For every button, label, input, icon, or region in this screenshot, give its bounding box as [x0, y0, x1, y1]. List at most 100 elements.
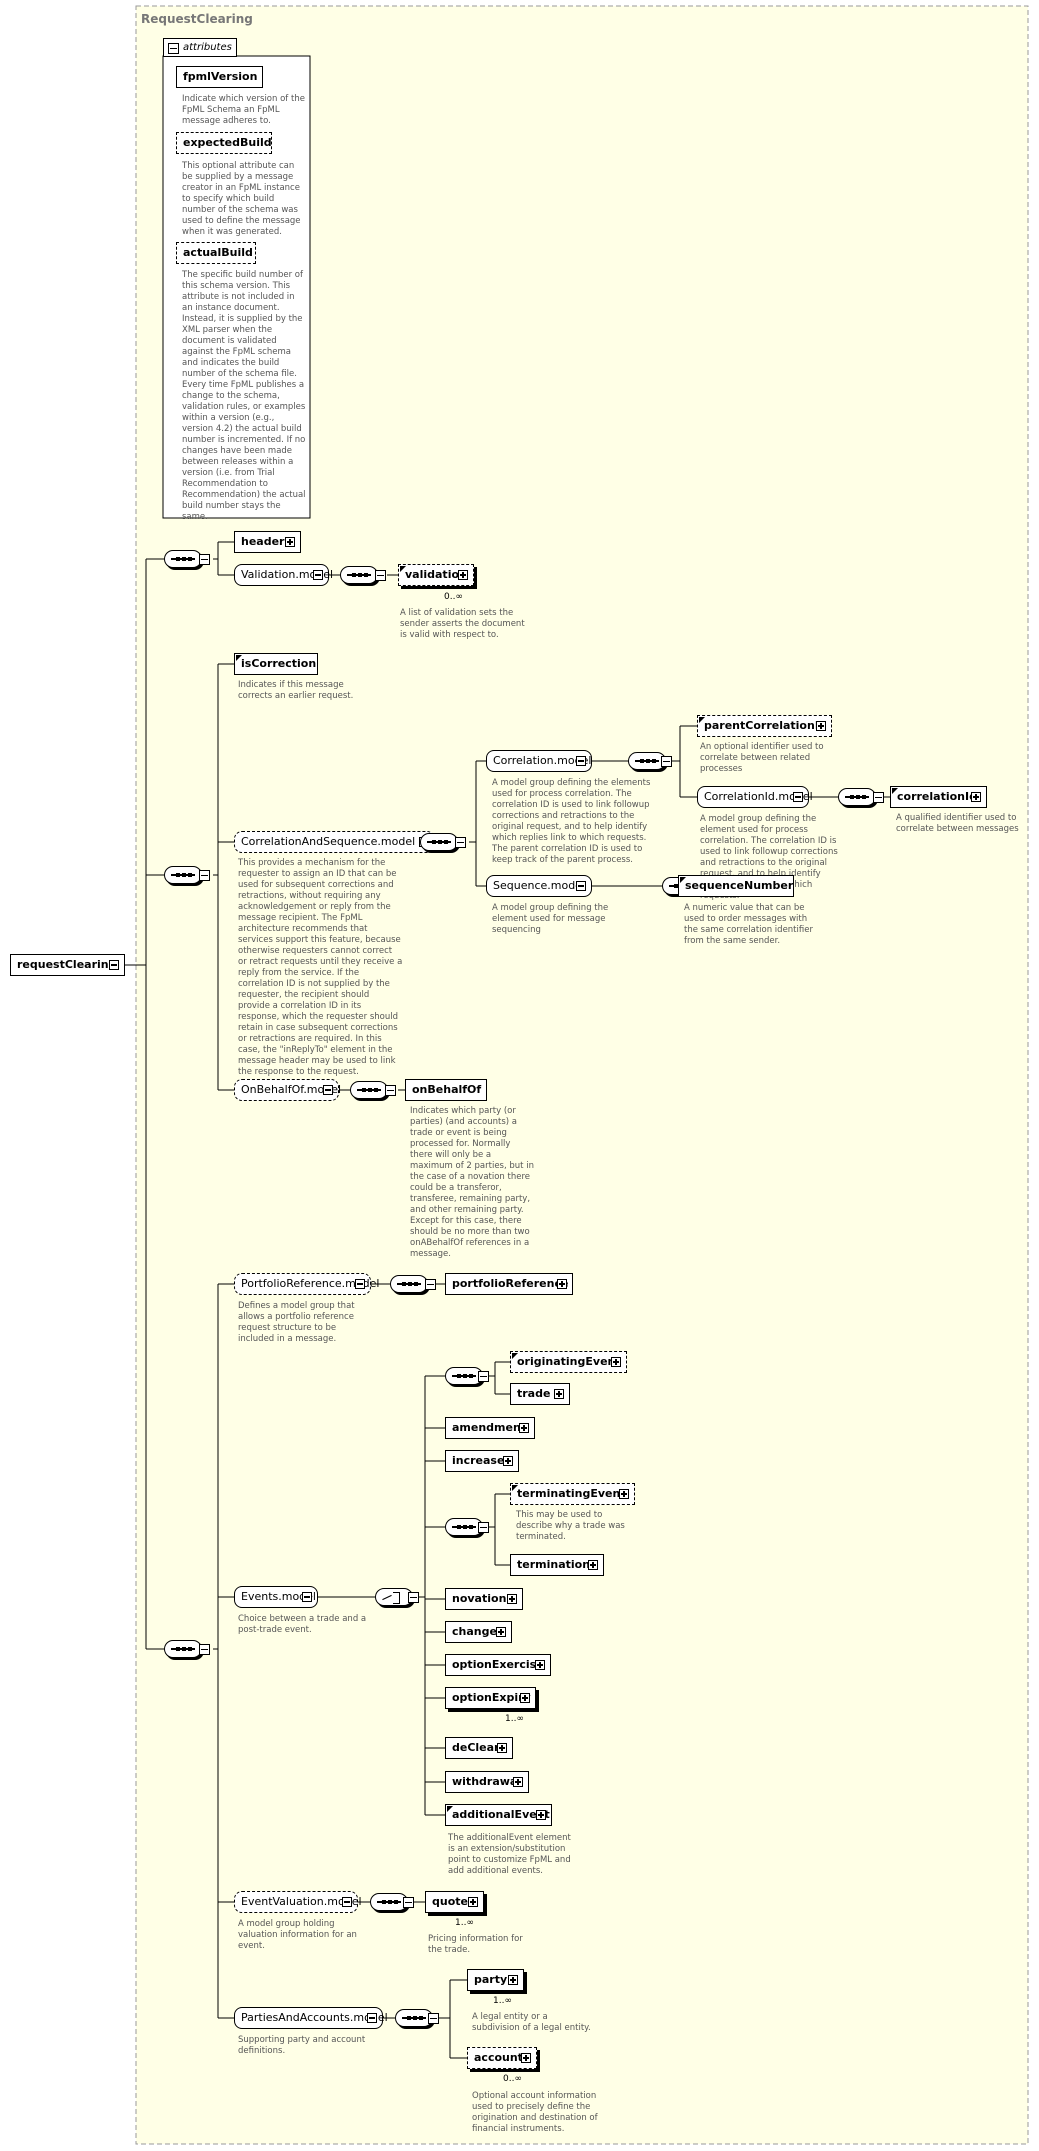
- expand-icon[interactable]: [816, 721, 826, 731]
- attr-fpmlversion[interactable]: fpmlVersion: [176, 66, 263, 88]
- collapse-icon[interactable]: [168, 43, 179, 54]
- correlation-model-group[interactable]: Correlation.model: [486, 750, 592, 772]
- expand-icon[interactable]: [554, 1389, 564, 1399]
- increase-element[interactable]: increase: [445, 1450, 519, 1472]
- collapse-icon[interactable]: [661, 756, 672, 767]
- iscorrection-element[interactable]: isCorrection: [234, 653, 318, 675]
- expand-icon[interactable]: [496, 1627, 506, 1637]
- declear-element[interactable]: deClear: [445, 1737, 513, 1759]
- portfolioreference-element[interactable]: portfolioReference: [445, 1273, 573, 1295]
- change-element[interactable]: change: [445, 1621, 512, 1643]
- amendment-element[interactable]: amendment: [445, 1417, 535, 1439]
- terminatingevent-element[interactable]: terminatingEvent: [510, 1483, 635, 1505]
- optionexercise-element[interactable]: optionExercise: [445, 1654, 551, 1676]
- events-model-group[interactable]: Events.model: [234, 1586, 318, 1608]
- expand-icon[interactable]: [285, 537, 295, 547]
- expand-icon[interactable]: [458, 570, 468, 580]
- sequence-model-group[interactable]: Sequence.model: [486, 875, 592, 897]
- sequencenumber-element[interactable]: sequenceNumber: [678, 875, 794, 897]
- expand-icon[interactable]: [557, 1279, 567, 1289]
- expand-icon[interactable]: [508, 1975, 518, 1985]
- onbehalfof-sequence[interactable]: [350, 1081, 388, 1099]
- collapse-icon[interactable]: [455, 837, 466, 848]
- trade-element[interactable]: trade: [510, 1383, 570, 1405]
- collapse-icon[interactable]: [428, 2013, 439, 2024]
- onbehalfof-model-group[interactable]: OnBehalfOf.model: [234, 1079, 341, 1101]
- withdrawal-element[interactable]: withdrawal: [445, 1771, 529, 1793]
- terminating-sequence[interactable]: [445, 1518, 483, 1536]
- header-element[interactable]: header: [234, 531, 301, 553]
- attr-actualbuild[interactable]: actualBuild: [176, 242, 256, 264]
- quote-element[interactable]: quote: [425, 1891, 484, 1913]
- portfolioreference-model-group[interactable]: PortfolioReference.model: [234, 1273, 379, 1295]
- termination-element[interactable]: termination: [510, 1554, 604, 1576]
- expand-icon[interactable]: [971, 792, 981, 802]
- onbehalfof-element[interactable]: onBehalfOf: [405, 1079, 487, 1101]
- novation-element[interactable]: novation: [445, 1588, 523, 1610]
- attributes-tab[interactable]: attributes: [163, 38, 237, 57]
- expand-icon[interactable]: [519, 1423, 529, 1433]
- correlation-and-sequence-model[interactable]: CorrelationAndSequence.model: [234, 831, 435, 853]
- party-element[interactable]: party: [467, 1969, 524, 1991]
- collapse-icon[interactable]: [478, 1371, 489, 1382]
- collapse-icon[interactable]: [199, 554, 210, 565]
- expand-icon[interactable]: [535, 1660, 545, 1670]
- additionalevent-element[interactable]: additionalEvent: [445, 1804, 552, 1826]
- correlationid-sequence[interactable]: [838, 788, 876, 806]
- portfolioreference-sequence[interactable]: [390, 1275, 428, 1293]
- root-element[interactable]: requestClearing: [10, 954, 125, 976]
- party-cardinality: 1..∞: [493, 1996, 512, 2006]
- originatingevent-element[interactable]: originatingEvent: [510, 1351, 627, 1373]
- collapse-icon[interactable]: [576, 756, 586, 766]
- collapse-icon[interactable]: [313, 570, 323, 580]
- sequence-compositor-1[interactable]: [164, 550, 202, 568]
- expand-icon[interactable]: [513, 1777, 523, 1787]
- expand-icon[interactable]: [503, 1456, 513, 1466]
- events-choice-compositor[interactable]: [375, 1588, 413, 1606]
- eventvaluation-model-group[interactable]: EventValuation.model: [234, 1891, 362, 1913]
- collapse-icon[interactable]: [109, 960, 119, 970]
- cas-sequence[interactable]: [420, 833, 458, 851]
- collapse-icon[interactable]: [355, 1279, 365, 1289]
- collapse-icon[interactable]: [793, 792, 803, 802]
- collapse-icon[interactable]: [199, 1644, 210, 1655]
- sequence-compositor-2[interactable]: [164, 866, 202, 884]
- collapse-icon[interactable]: [478, 1522, 489, 1533]
- collapse-icon[interactable]: [375, 570, 386, 581]
- parentcorrelationid-element[interactable]: parentCorrelationId: [697, 715, 832, 737]
- optionexpiry-element[interactable]: optionExpiry: [445, 1687, 536, 1709]
- correlation-sequence[interactable]: [628, 752, 666, 770]
- attributes-label: attributes: [183, 42, 232, 53]
- collapse-icon[interactable]: [873, 792, 884, 803]
- correlationid-model-group[interactable]: CorrelationId.model: [697, 786, 813, 808]
- partiesandaccounts-model-group[interactable]: PartiesAndAccounts.model: [234, 2007, 388, 2029]
- expand-icon[interactable]: [468, 1897, 478, 1907]
- collapse-icon[interactable]: [408, 1592, 419, 1603]
- correlationid-element[interactable]: correlationId: [890, 786, 987, 808]
- expand-icon[interactable]: [588, 1560, 598, 1570]
- validation-element[interactable]: validation: [398, 564, 474, 586]
- expand-icon[interactable]: [521, 2053, 531, 2063]
- expand-icon[interactable]: [536, 1810, 546, 1820]
- collapse-icon[interactable]: [403, 1897, 414, 1908]
- expand-icon[interactable]: [611, 1357, 621, 1367]
- validation-sequence[interactable]: [340, 566, 378, 584]
- expand-icon[interactable]: [520, 1693, 530, 1703]
- sequence-compositor-3[interactable]: [164, 1640, 202, 1658]
- expand-icon[interactable]: [507, 1594, 517, 1604]
- collapse-icon[interactable]: [323, 1085, 333, 1095]
- collapse-icon[interactable]: [342, 1897, 352, 1907]
- collapse-icon[interactable]: [576, 881, 586, 891]
- collapse-icon[interactable]: [385, 1085, 396, 1096]
- attr-expectedbuild[interactable]: expectedBuild: [176, 132, 272, 154]
- account-element[interactable]: account: [467, 2047, 537, 2069]
- collapse-icon[interactable]: [302, 1592, 312, 1602]
- type-marker-icon: [236, 655, 242, 661]
- expand-icon[interactable]: [497, 1743, 507, 1753]
- collapse-icon[interactable]: [425, 1279, 436, 1290]
- validation-model-group[interactable]: Validation.model: [234, 564, 333, 586]
- collapse-icon[interactable]: [367, 2013, 377, 2023]
- expand-icon[interactable]: [619, 1489, 629, 1499]
- collapse-icon[interactable]: [199, 870, 210, 881]
